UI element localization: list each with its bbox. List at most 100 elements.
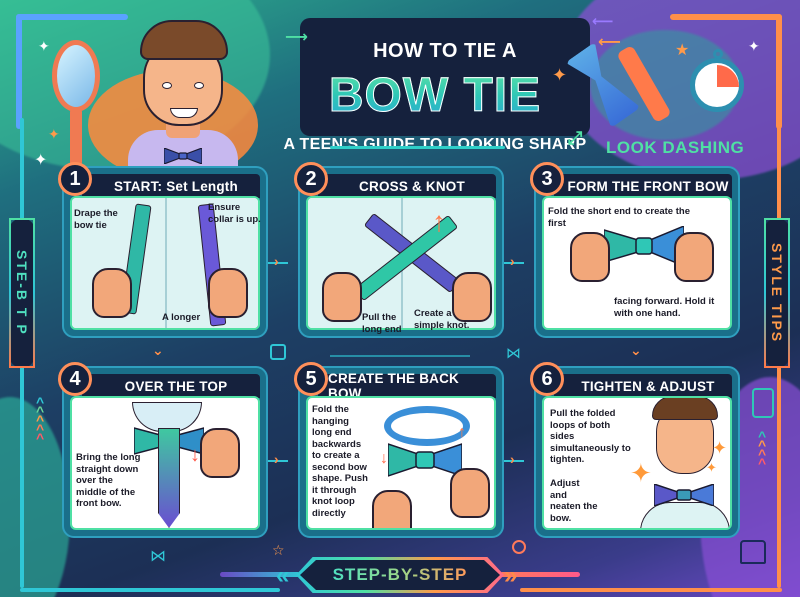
arrow-down-icon: ⌄ (630, 342, 642, 358)
hand-right (450, 468, 490, 518)
banner-line-right (500, 572, 580, 577)
step-title: CROSS & KNOT (318, 174, 496, 198)
step-card-6: 6 TIGHTEN & ADJUST ✦ ✦ ✦ Pull the folded… (530, 362, 740, 538)
chevron-left-icon: « (276, 562, 290, 589)
arrow-down-icon: ↓ (380, 450, 388, 467)
sparkle-icon: ✦ (34, 152, 48, 169)
hair-illustration (652, 398, 718, 420)
frame-line-top-right (670, 14, 782, 20)
step-note: Pull the long end (362, 312, 402, 335)
banner-line-left (220, 572, 300, 577)
hand-right (452, 272, 492, 322)
avatar-hair (140, 20, 228, 60)
stopwatch-crown (713, 49, 723, 59)
connector-5-6 (504, 460, 524, 462)
tagline: LOOK DASHING (606, 138, 745, 157)
sparkle-icon: ✦ (48, 126, 60, 142)
sparkle-icon: ✦ (748, 38, 760, 54)
double-arrow-icon: ⤢ (568, 128, 583, 148)
frame-line-bottom-left (20, 588, 280, 592)
hand-left (92, 268, 132, 318)
frame-line-top-left (16, 14, 128, 20)
page-title: BOW TIE (270, 68, 600, 123)
star-icon: ★ (675, 42, 690, 59)
arrow-right-icon: › (510, 451, 515, 467)
curved-arrow-up-icon: ↑ (432, 206, 446, 237)
bowtie-icon (134, 427, 204, 455)
step-note: Fold the hanging long end backwards to c… (312, 404, 368, 519)
step-illustration: ↑ (306, 196, 496, 330)
stopwatch-icon (512, 540, 526, 554)
hand-right (674, 232, 714, 282)
step-title: START: Set Length (82, 174, 260, 198)
avatar (88, 10, 258, 180)
step-note: facing forward. Hold it with one hand. (614, 296, 715, 319)
shirt-placket (165, 198, 167, 328)
step-card-4: 4 OVER THE TOP ↓ Bring the long straight… (58, 362, 268, 538)
connector-1-2 (268, 262, 288, 264)
step-note: Create a simple knot. (414, 308, 470, 331)
shirt-icon (270, 344, 286, 360)
frame-line-right-top (776, 14, 782, 129)
stopwatch-wedge (717, 65, 739, 87)
arrow-right-icon: ⟶ (285, 29, 308, 46)
bowtie-icon: ⋈ (150, 548, 166, 565)
mirror-handle (70, 108, 82, 166)
sparkle-icon: ✦ (712, 438, 728, 458)
arrow-right-icon: › (274, 253, 279, 269)
step-number: 4 (58, 362, 92, 396)
bowtie-icon: ⋈ (506, 345, 521, 362)
sparkle-icon: ✦ (552, 65, 568, 85)
step-illustration: ↑ ↓ (306, 396, 496, 530)
step-illustration: ✦ ✦ ✦ (542, 396, 732, 530)
arrow-down-icon: ↓ (190, 444, 200, 466)
title-top: HOW TO TIE A (373, 40, 517, 62)
step-note: Bring the long straight down over the mi… (76, 452, 141, 509)
side-label-left-text: STE-B T P (14, 250, 30, 336)
star-icon: ☆ (272, 542, 285, 558)
shirt-icon (752, 388, 774, 418)
step-title: TIGHTEN & ADJUST (554, 374, 732, 398)
side-label-left: STE-B T P (9, 218, 35, 368)
tie-loop (384, 406, 470, 446)
arrow-right-icon: › (510, 253, 515, 269)
step-note: Pull the folded loops of both sides simu… (550, 408, 631, 465)
step-number: 2 (294, 162, 328, 196)
page-subtitle: A TEEN'S GUIDE TO LOOKING SHARP (283, 136, 587, 153)
shirt-illustration (640, 502, 730, 528)
avatar-eye-left (162, 82, 172, 89)
sparkle-icon: ✦ (630, 458, 652, 488)
step-title: OVER THE TOP (82, 374, 260, 398)
step-note: A longer (162, 312, 201, 323)
banner-body: STEP-BY-STEP (300, 560, 500, 590)
title-underline (330, 146, 505, 149)
step-number: 3 (530, 162, 564, 196)
bowtie-icon (654, 484, 714, 506)
hand-right (208, 268, 248, 318)
bowtie-icon (164, 148, 202, 164)
chevron-right-icon: » (504, 562, 518, 589)
step-card-3: 3 FORM THE FRONT BOW Fold the short end … (530, 162, 740, 338)
step-card-5: 5 CREATE THE BACK BOW ↑ ↓ Fold the hangi… (294, 362, 504, 538)
step-card-2: 2 CROSS & KNOT ↑ Pull the long end Creat… (294, 162, 504, 338)
step-illustration (70, 196, 260, 330)
sparkle-icon: ✦ (38, 38, 50, 54)
title-panel: HOW TO TIE A BOW TIE A TEEN'S GUIDE TO L… (284, 18, 590, 153)
chevron-up-icon-stack-right: ^^^^ (758, 428, 767, 471)
step-note: Drape the bow tie (74, 208, 118, 231)
bowtie-icon (604, 226, 684, 266)
step-number: 5 (294, 362, 328, 396)
banner-label: STEP-BY-STEP (332, 565, 468, 584)
step-note: Ensure collar is up. (208, 202, 261, 225)
hand-left (570, 232, 610, 282)
chevron-up-icon-stack-left: ^^^^^ (36, 394, 45, 446)
hand-left (372, 490, 412, 528)
step-card-1: 1 START: Set Length Drape the bow tie En… (58, 162, 268, 338)
frame-line-left-top (16, 14, 22, 129)
step-note: Fold the short end to create the first (548, 206, 690, 229)
arrow-down-icon: ⌄ (152, 342, 164, 358)
step-title: FORM THE FRONT BOW (554, 174, 732, 198)
tie-long-end (158, 428, 180, 528)
step-number: 6 (530, 362, 564, 396)
bowtie-icon (388, 443, 462, 477)
